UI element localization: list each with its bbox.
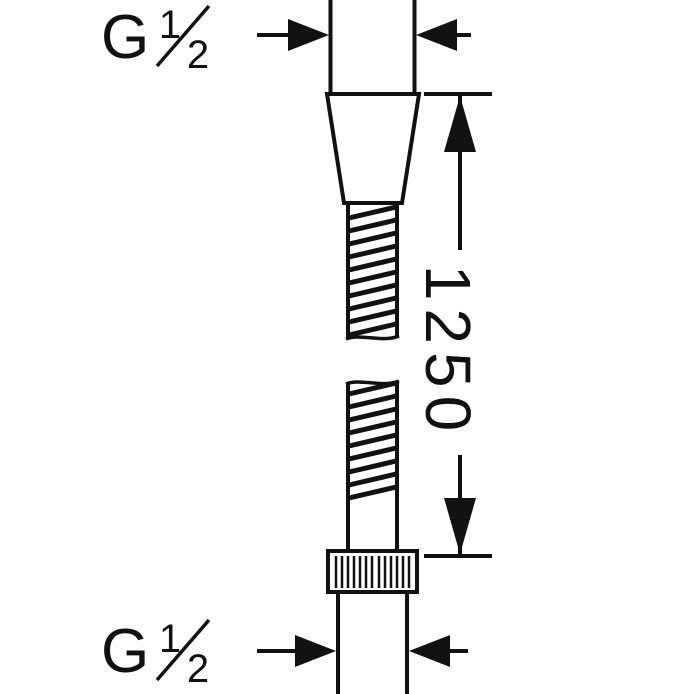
hose-lower-ribs (346, 380, 399, 501)
top-thread-letter: G (101, 3, 149, 72)
bottom-thread-dimension: G 1 2 (101, 617, 468, 691)
length-extension-lines (424, 92, 492, 558)
hose-upper-ribs (346, 204, 399, 338)
length-dimension: 1250 (412, 92, 492, 558)
bottom-thread-letter: G (101, 617, 149, 686)
bottom-thread-fraction-denominator: 2 (187, 647, 209, 691)
top-thread-fraction-slash (155, 4, 211, 68)
bottom-thread-fraction-slash (155, 618, 211, 682)
top-thread-fraction-numerator: 1 (159, 3, 181, 47)
knurled-nut-knurls (334, 556, 411, 588)
hose-break-upper-edge (345, 334, 400, 341)
top-pipe (328, 0, 417, 94)
top-connector-cone (324, 92, 422, 205)
top-thread-fraction-denominator: 2 (187, 33, 209, 77)
length-dimension-arrowheads (444, 96, 476, 554)
bottom-pipe (336, 592, 409, 694)
bottom-thread-fraction-numerator: 1 (159, 617, 181, 661)
bottom-dimension-arrowheads (295, 635, 450, 667)
top-dimension-arrowheads (288, 19, 457, 51)
top-thread-dimension: G 1 2 (101, 3, 471, 77)
product-outline (324, 0, 422, 694)
length-value: 1250 (412, 265, 484, 439)
